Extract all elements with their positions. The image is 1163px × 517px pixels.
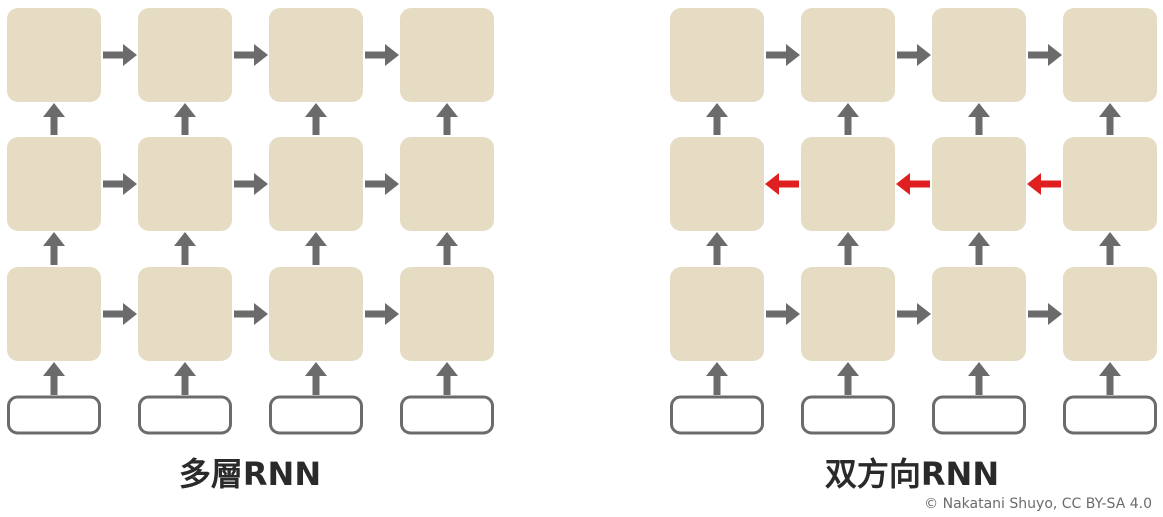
multilayer-arrow-right-r1-c3 xyxy=(365,44,399,66)
bidirectional-arrow-left-r2-c2 xyxy=(896,173,930,195)
bidirectional-arrow-left-r2-c1 xyxy=(765,173,799,195)
multilayer-cell-r3-c3 xyxy=(269,267,363,361)
bidirectional-input-box-4 xyxy=(1063,395,1157,435)
multilayer-cell-r2-c1 xyxy=(7,137,101,231)
bidirectional-cell-r2-c1 xyxy=(670,137,764,231)
multilayer-arrow-right-r2-c1 xyxy=(103,173,137,195)
multilayer-arrow-up-r2-c1 xyxy=(43,103,65,135)
multilayer-arrow-up-input-c3 xyxy=(305,362,327,395)
multilayer-arrow-up-r3-c4 xyxy=(436,232,458,265)
bidirectional-arrow-right-r1-c1 xyxy=(766,44,800,66)
multilayer-rnn-caption: 多層RNN xyxy=(179,455,321,493)
bidirectional-arrow-right-r3-c1 xyxy=(766,303,800,325)
multilayer-rnn-diagram xyxy=(7,8,494,435)
bidirectional-cell-r2-c4 xyxy=(1063,137,1157,231)
multilayer-arrow-right-r2-c2 xyxy=(234,173,268,195)
bidirectional-cell-r3-c4 xyxy=(1063,267,1157,361)
multilayer-arrow-up-input-c1 xyxy=(43,362,65,395)
multilayer-arrow-up-r2-c2 xyxy=(174,103,196,135)
multilayer-cell-r1-c4 xyxy=(400,8,494,102)
multilayer-arrow-right-r2-c3 xyxy=(365,173,399,195)
bidirectional-arrow-up-input-c4 xyxy=(1099,362,1121,395)
bidirectional-cell-r1-c1 xyxy=(670,8,764,102)
bidirectional-arrow-up-r2-c4 xyxy=(1099,103,1121,135)
bidirectional-arrow-up-r2-c2 xyxy=(837,103,859,135)
bidirectional-rnn-diagram xyxy=(670,8,1157,435)
bidirectional-arrow-up-r2-c1 xyxy=(706,103,728,135)
multilayer-cell-r1-c1 xyxy=(7,8,101,102)
bidirectional-input-box-3 xyxy=(932,395,1026,435)
bidirectional-arrow-up-r3-c2 xyxy=(837,232,859,265)
multilayer-input-box-2 xyxy=(138,395,232,435)
bidirectional-arrow-up-input-c1 xyxy=(706,362,728,395)
multilayer-input-box-4 xyxy=(400,395,494,435)
multilayer-arrow-up-r3-c1 xyxy=(43,232,65,265)
multilayer-arrow-up-r3-c3 xyxy=(305,232,327,265)
bidirectional-arrow-up-r2-c3 xyxy=(968,103,990,135)
multilayer-arrow-up-r3-c2 xyxy=(174,232,196,265)
bidirectional-arrow-right-r1-c2 xyxy=(897,44,931,66)
multilayer-arrow-right-r3-c2 xyxy=(234,303,268,325)
bidirectional-arrow-up-input-c3 xyxy=(968,362,990,395)
multilayer-input-box-3 xyxy=(269,395,363,435)
bidirectional-cell-r3-c3 xyxy=(932,267,1026,361)
multilayer-cell-r2-c2 xyxy=(138,137,232,231)
bidirectional-arrow-right-r3-c2 xyxy=(897,303,931,325)
bidirectional-arrow-up-r3-c3 xyxy=(968,232,990,265)
multilayer-cell-r3-c4 xyxy=(400,267,494,361)
multilayer-arrow-up-input-c4 xyxy=(436,362,458,395)
bidirectional-arrow-up-r3-c4 xyxy=(1099,232,1121,265)
multilayer-cell-r2-c3 xyxy=(269,137,363,231)
multilayer-arrow-right-r1-c1 xyxy=(103,44,137,66)
license-credit: © Nakatani Shuyo, CC BY-SA 4.0 xyxy=(924,496,1152,512)
bidirectional-cell-r3-c1 xyxy=(670,267,764,361)
bidirectional-cell-r1-c2 xyxy=(801,8,895,102)
multilayer-arrow-right-r3-c1 xyxy=(103,303,137,325)
bidirectional-cell-r3-c2 xyxy=(801,267,895,361)
multilayer-input-box-1 xyxy=(7,395,101,435)
bidirectional-input-box-1 xyxy=(670,395,764,435)
multilayer-arrow-right-r3-c3 xyxy=(365,303,399,325)
bidirectional-cell-r2-c3 xyxy=(932,137,1026,231)
bidirectional-arrow-up-input-c2 xyxy=(837,362,859,395)
multilayer-cell-r3-c2 xyxy=(138,267,232,361)
multilayer-arrow-up-r2-c3 xyxy=(305,103,327,135)
multilayer-arrow-up-r2-c4 xyxy=(436,103,458,135)
multilayer-cell-r2-c4 xyxy=(400,137,494,231)
bidirectional-arrow-right-r1-c3 xyxy=(1028,44,1062,66)
multilayer-arrow-right-r1-c2 xyxy=(234,44,268,66)
bidirectional-rnn-caption: 双方向RNN xyxy=(825,455,999,493)
bidirectional-cell-r2-c2 xyxy=(801,137,895,231)
bidirectional-arrow-left-r2-c3 xyxy=(1027,173,1061,195)
multilayer-cell-r1-c3 xyxy=(269,8,363,102)
bidirectional-cell-r1-c3 xyxy=(932,8,1026,102)
bidirectional-input-box-2 xyxy=(801,395,895,435)
bidirectional-arrow-up-r3-c1 xyxy=(706,232,728,265)
multilayer-cell-r1-c2 xyxy=(138,8,232,102)
bidirectional-arrow-right-r3-c3 xyxy=(1028,303,1062,325)
multilayer-cell-r3-c1 xyxy=(7,267,101,361)
multilayer-arrow-up-input-c2 xyxy=(174,362,196,395)
bidirectional-cell-r1-c4 xyxy=(1063,8,1157,102)
